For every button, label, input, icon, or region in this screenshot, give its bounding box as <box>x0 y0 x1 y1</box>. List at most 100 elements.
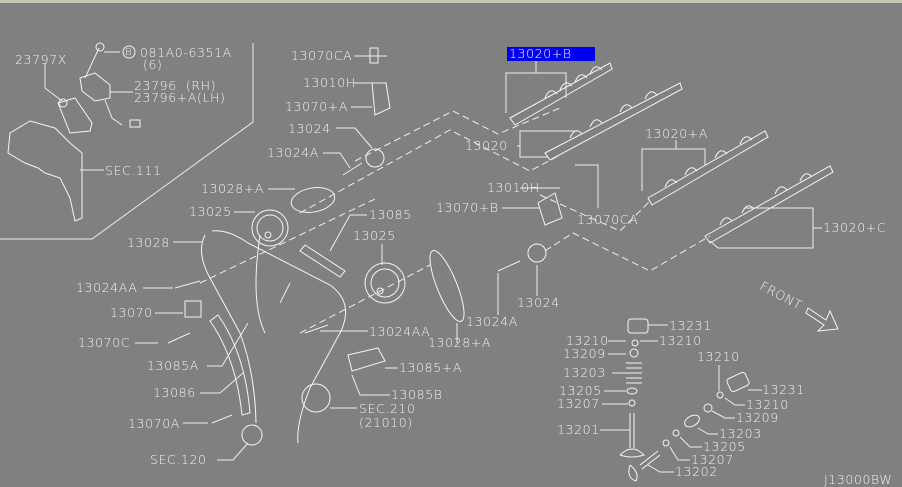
label-13070-plus-a[interactable]: 13070+A <box>285 99 348 114</box>
label-13085[interactable]: 13085 <box>369 207 412 222</box>
camshaft-13020-a <box>647 130 769 206</box>
tensioner-13070-plus-a <box>369 47 391 116</box>
label-v1-13207[interactable]: 13207 <box>557 396 600 411</box>
chain-13028-a-bottom <box>429 250 465 322</box>
label-13010h-top[interactable]: 13010H <box>303 75 356 90</box>
label-v1-13210-right[interactable]: 13210 <box>659 333 702 348</box>
leader <box>200 372 244 394</box>
bolt-marker-circle <box>122 45 136 59</box>
leader <box>575 164 599 208</box>
bolt-13024a-mid <box>497 260 521 272</box>
bracket-13020 <box>519 146 548 158</box>
bracket-13020 <box>517 130 578 147</box>
label-v2-13209[interactable]: 13209 <box>736 410 779 425</box>
assembly-line <box>354 107 561 162</box>
sprocket-13025-left <box>251 209 289 247</box>
label-v1-13203[interactable]: 13203 <box>563 365 606 380</box>
label-v1-13231[interactable]: 13231 <box>669 318 712 333</box>
label-23797x[interactable]: 23797X <box>15 52 67 67</box>
bracket-13020-b <box>505 72 567 113</box>
valve-assembly-2 <box>628 365 762 482</box>
label-13070a[interactable]: 13070A <box>128 416 180 431</box>
assembly-line <box>544 232 711 272</box>
bolt-13024aa-mid <box>304 324 329 334</box>
bolt-marker-label: B <box>125 47 133 58</box>
sprocket-13024-mid <box>527 243 547 263</box>
label-13020-plus-a[interactable]: 13020+A <box>645 126 708 141</box>
label-13028-plus-a-top[interactable]: 13028+A <box>201 181 264 196</box>
label-v2-13210-top[interactable]: 13210 <box>697 349 740 364</box>
label-23796-rh[interactable]: 23796 (RH) <box>134 78 217 93</box>
guide-13085-plus-a <box>347 347 386 372</box>
label-13020[interactable]: 13020 <box>465 138 508 153</box>
label-v2-13210[interactable]: 13210 <box>746 397 789 412</box>
label-13024-top[interactable]: 13024 <box>288 121 331 136</box>
label-v2-13203[interactable]: 13203 <box>719 426 762 441</box>
label-13024aa-mid[interactable]: 13024AA <box>369 324 431 339</box>
guide-13085 <box>299 244 346 278</box>
label-sec-210[interactable]: SEC.210 <box>359 401 416 416</box>
inset-sensor-part <box>79 42 141 128</box>
label-v1-13209[interactable]: 13209 <box>563 346 606 361</box>
label-v2-13231[interactable]: 13231 <box>762 382 805 397</box>
label-081a0-6351a[interactable]: 081A0-6351A <box>140 45 232 60</box>
label-13020-plus-c[interactable]: 13020+C <box>823 220 887 235</box>
bolt-13024aa <box>174 280 201 289</box>
leader <box>329 214 367 252</box>
label-13070-plus-b[interactable]: 13070+B <box>436 200 499 215</box>
label-13024a-top[interactable]: 13024A <box>267 145 319 160</box>
label-13010h-mid[interactable]: 13010H <box>487 180 540 195</box>
label-13070ca-top[interactable]: 13070CA <box>291 48 353 63</box>
label-v1-13205[interactable]: 13205 <box>559 383 602 398</box>
label-13024a-mid[interactable]: 13024A <box>466 314 518 329</box>
label-sec-111[interactable]: SEC.111 <box>105 163 162 178</box>
leader <box>207 322 249 367</box>
label-v1-13210-left[interactable]: 13210 <box>566 333 609 348</box>
label-13070[interactable]: 13070 <box>110 305 153 320</box>
label-bolt-qty: (6) <box>143 57 163 72</box>
camshaft-13020-c <box>704 165 834 244</box>
label-13028-plus-a-bottom[interactable]: 13028+A <box>428 335 491 350</box>
tensioner-13070 <box>184 300 202 318</box>
label-v1-13201[interactable]: 13201 <box>557 422 600 437</box>
leader <box>217 442 249 461</box>
assembly-line <box>539 194 651 232</box>
label-13025-mid[interactable]: 13025 <box>353 228 396 243</box>
bracket-13020-c <box>709 207 814 249</box>
label-v2-13207[interactable]: 13207 <box>691 452 734 467</box>
label-13024aa-left[interactable]: 13024AA <box>76 280 138 295</box>
diagram-code: J13000BW <box>824 472 893 487</box>
camshaft-13020-b <box>509 62 613 126</box>
label-13070ca-mid[interactable]: 13070CA <box>577 212 639 227</box>
guide-13085a <box>209 314 251 416</box>
label-13028[interactable]: 13028 <box>127 235 170 250</box>
label-sec-210-sub: (21010) <box>359 415 413 430</box>
bracket-13020-a <box>641 148 706 191</box>
label-sec-120[interactable]: SEC.120 <box>150 452 207 467</box>
inset-bracket-part <box>7 97 93 222</box>
label-13024-mid[interactable]: 13024 <box>517 295 560 310</box>
bolt-13024a <box>342 162 363 176</box>
label-13085b[interactable]: 13085B <box>391 387 443 402</box>
chain-13028-a-top <box>290 187 336 213</box>
leader <box>44 87 63 102</box>
label-13020-plus-b-selected[interactable]: 13020+B <box>507 47 595 61</box>
bolt-13070a <box>211 414 233 424</box>
label-23796-a-lh[interactable]: 23796+A(LH) <box>134 90 226 105</box>
label-v2-13205[interactable]: 13205 <box>703 439 746 454</box>
chain-13028 <box>200 230 347 444</box>
label-13086[interactable]: 13086 <box>153 385 196 400</box>
label-13085a[interactable]: 13085A <box>147 358 199 373</box>
part-sec-210 <box>301 383 331 413</box>
leader <box>336 127 373 149</box>
label-13070c[interactable]: 13070C <box>78 335 131 350</box>
sprocket-13024-top <box>365 148 385 168</box>
label-v2-13202[interactable]: 13202 <box>675 464 718 479</box>
label-13085-plus-a[interactable]: 13085+A <box>399 360 462 375</box>
label-13025-left[interactable]: 13025 <box>189 204 232 219</box>
assembly-line <box>299 264 431 334</box>
tensioner-13070-plus-b <box>537 192 563 226</box>
front-arrow-icon <box>805 307 839 332</box>
sprocket-13025-mid <box>364 262 406 304</box>
